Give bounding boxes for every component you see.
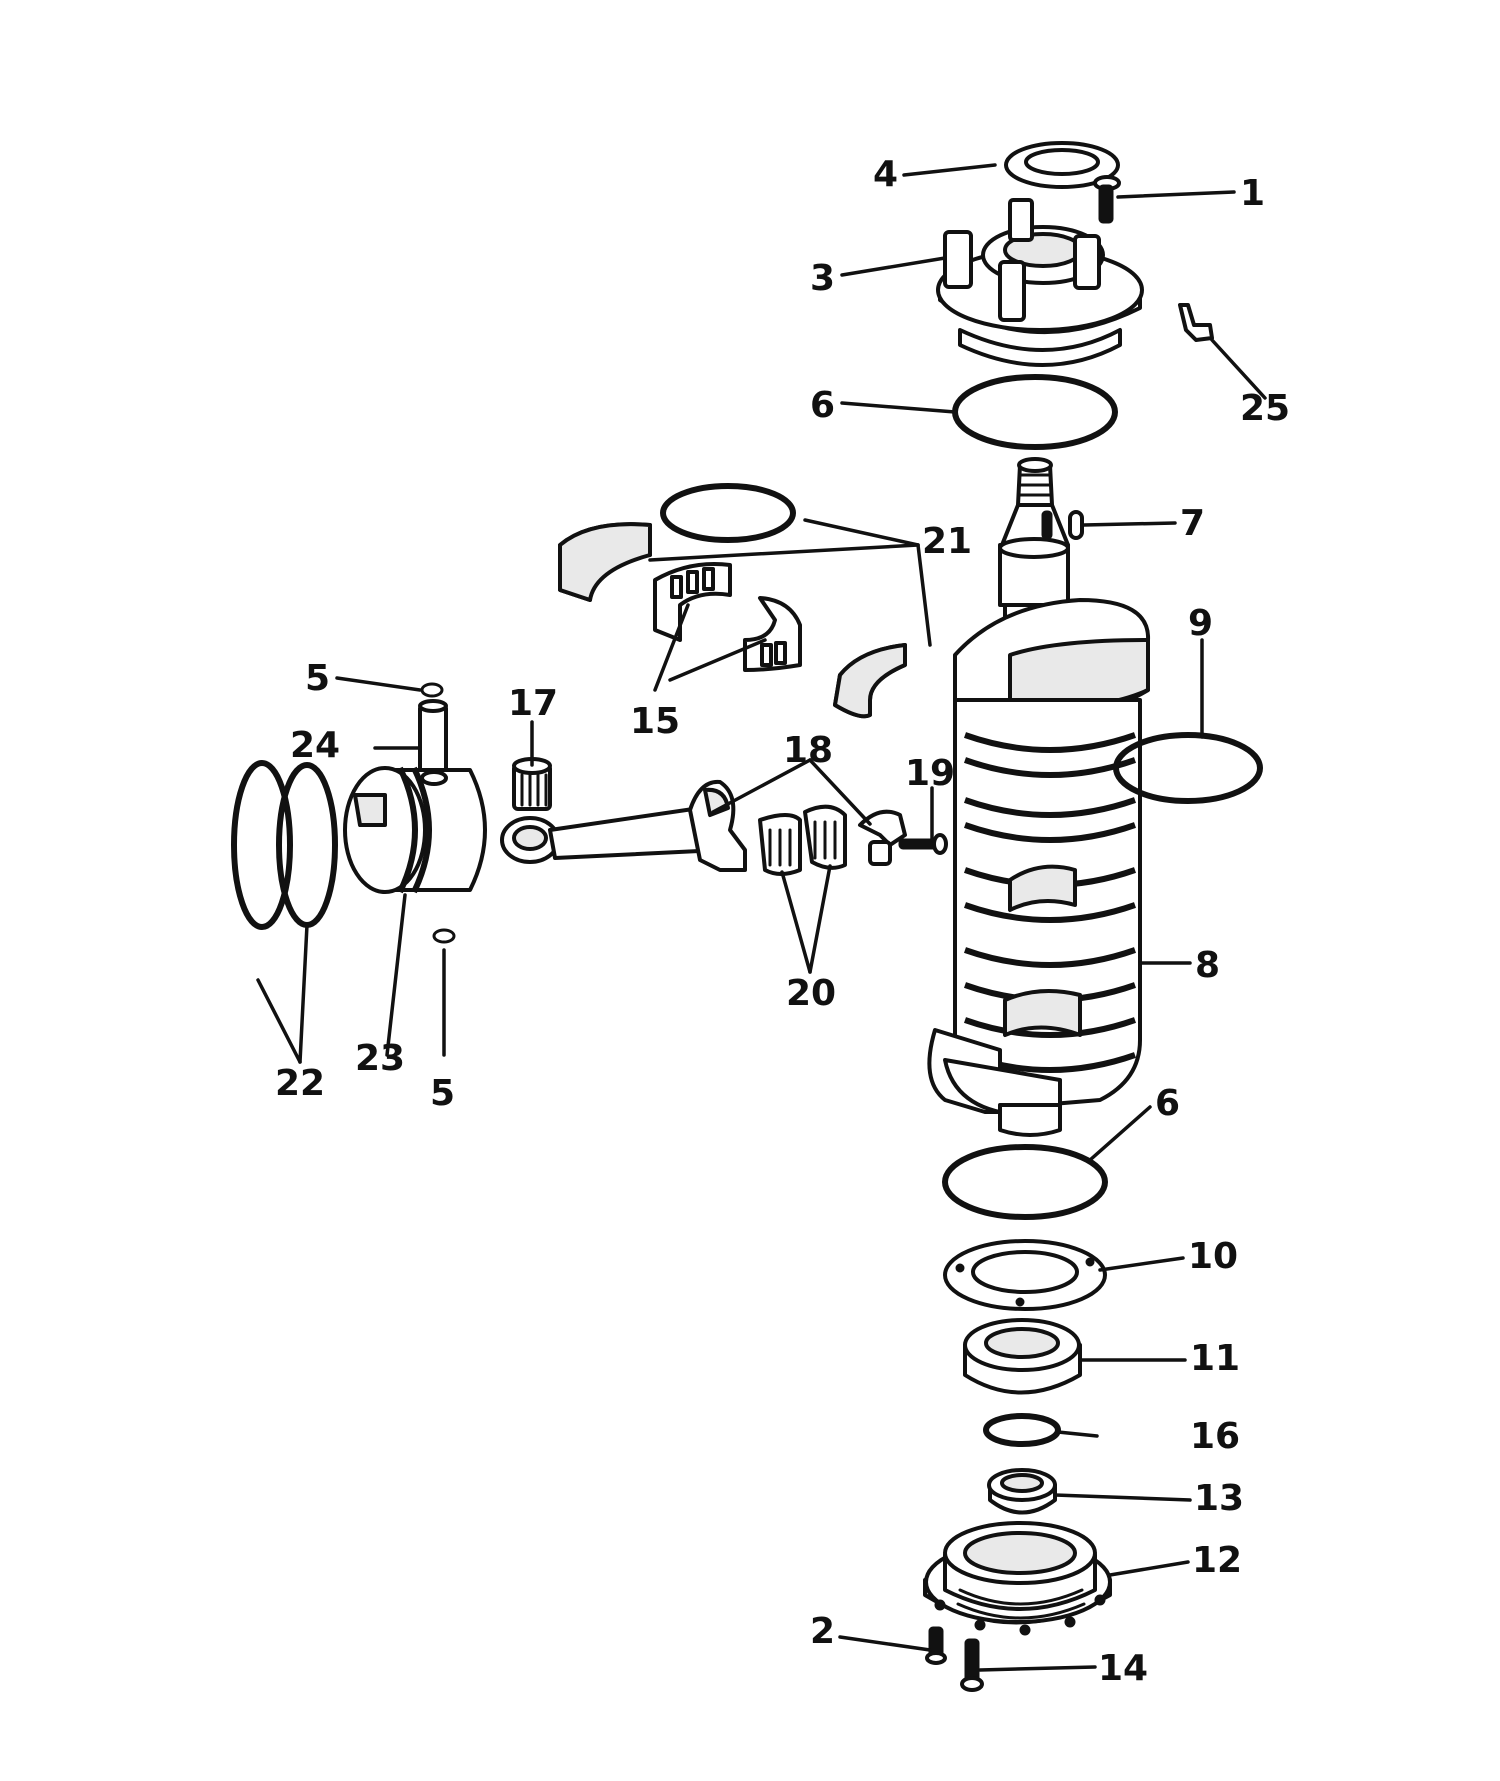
upper-seal	[1004, 141, 1120, 189]
callout-25: 25	[1240, 388, 1290, 429]
callout-21: 21	[922, 521, 972, 562]
callout-2: 2	[810, 1611, 835, 1652]
callout-15: 15	[630, 701, 680, 742]
callout-11: 11	[1190, 1338, 1240, 1379]
race-half-left	[558, 522, 652, 602]
callout-18: 18	[783, 730, 833, 771]
screw-1	[1093, 175, 1121, 224]
callout-1: 1	[1240, 173, 1265, 214]
callout-17: 17	[508, 683, 558, 724]
snap-ring	[983, 1413, 1061, 1447]
callout-14: 14	[1098, 1648, 1148, 1689]
crank-key	[1068, 510, 1084, 540]
callout-16: 16	[1190, 1416, 1240, 1457]
crankpin-needle-cages	[758, 804, 847, 876]
lower-ball-bearing	[963, 1318, 1082, 1395]
upper-o-ring	[952, 374, 1118, 450]
housing-screw-14	[960, 1638, 984, 1692]
piston-pin-clip-upper	[420, 682, 444, 698]
upper-bearing-housing	[936, 198, 1144, 367]
rod-cap-screw	[898, 833, 948, 855]
callout-20: 20	[786, 973, 836, 1014]
needle-cage-upper	[653, 562, 732, 642]
crankshaft	[927, 457, 1151, 1137]
piston-rings	[231, 760, 338, 930]
callout-7: 7	[1180, 503, 1205, 544]
callout-22: 22	[275, 1063, 325, 1104]
connecting-rod	[500, 779, 747, 872]
lower-o-ring	[942, 1144, 1108, 1220]
leader-lines	[256, 163, 1267, 1672]
callout-6-lower: 6	[1155, 1083, 1180, 1124]
locating-bracket	[1178, 303, 1214, 342]
piston	[343, 766, 487, 894]
callout-24: 24	[290, 725, 340, 766]
callout-9: 9	[1188, 603, 1213, 644]
callout-4: 4	[873, 154, 898, 195]
piston-pin-clip-lower	[432, 928, 456, 944]
center-seal-ring	[1113, 732, 1263, 804]
callout-8: 8	[1195, 945, 1220, 986]
callout-5-upper: 5	[305, 658, 330, 699]
housing-screw-2	[925, 1626, 947, 1665]
callout-labels: 1 2 3 4 5 5 6 6 7 8 9 10 11 12 13 14 15 …	[275, 154, 1290, 1689]
callout-23: 23	[355, 1038, 405, 1079]
callout-12: 12	[1192, 1540, 1242, 1581]
lower-seal	[987, 1468, 1057, 1515]
callout-6-upper: 6	[810, 385, 835, 426]
bearing-race-ring	[660, 483, 796, 543]
callout-3: 3	[810, 258, 835, 299]
needle-cage-lower	[743, 596, 802, 672]
bearing-plate	[943, 1239, 1107, 1311]
callout-5-lower: 5	[430, 1073, 455, 1114]
callout-10: 10	[1188, 1236, 1238, 1277]
race-half-right	[833, 643, 907, 719]
callout-19: 19	[905, 753, 955, 794]
callout-13: 13	[1194, 1478, 1244, 1519]
lower-bearing-housing	[923, 1521, 1112, 1636]
